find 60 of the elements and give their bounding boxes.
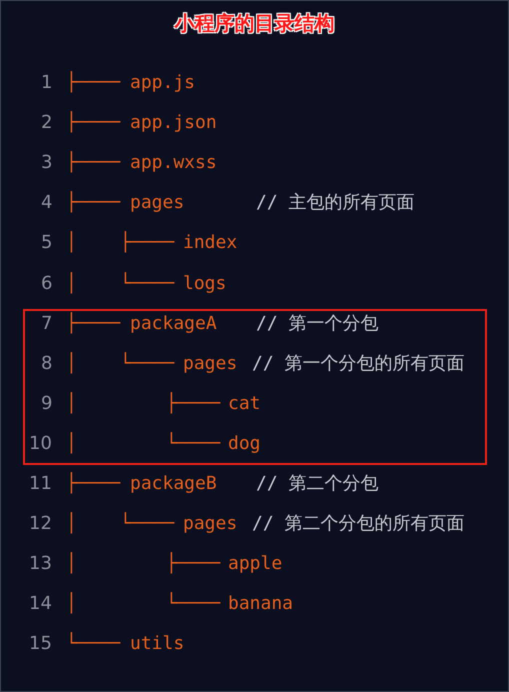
tree-connector: ├──── xyxy=(66,151,120,176)
line-number: 3 xyxy=(41,151,52,176)
tree-connector: ├──── xyxy=(66,191,120,216)
entry-name: index xyxy=(183,231,238,256)
tree-connector: └──── xyxy=(120,352,174,376)
tree-connector: ├──── xyxy=(166,392,220,416)
tree-connector: │ xyxy=(66,231,77,256)
code-comment: // 主包的所有页面 xyxy=(256,191,415,216)
entry-name: pages xyxy=(130,191,184,216)
tree-connector: ├──── xyxy=(66,472,120,496)
entry-name: utils xyxy=(130,632,184,656)
entry-name: cat xyxy=(228,392,261,416)
tree-connector: └──── xyxy=(120,512,174,536)
tree-connector: └──── xyxy=(166,592,220,616)
entry-name: packageA xyxy=(130,312,217,336)
tree-connector: │ xyxy=(66,552,77,576)
code-comment: // 第一个分包 xyxy=(256,312,379,336)
line-number: 6 xyxy=(41,272,52,296)
tree-connector: │ xyxy=(66,352,77,376)
line-number: 13 xyxy=(29,552,52,576)
line-number: 12 xyxy=(29,512,52,536)
line-number: 11 xyxy=(29,472,52,496)
tree-connector: │ xyxy=(66,592,77,616)
line-number: 9 xyxy=(41,392,52,416)
entry-name: app.json xyxy=(130,111,217,136)
line-number: 8 xyxy=(41,352,52,376)
tree-connector: ├──── xyxy=(120,231,174,256)
code-comment: // 第二个分包 xyxy=(256,472,379,496)
entry-name: logs xyxy=(183,272,226,296)
tree-connector: │ xyxy=(66,432,77,456)
tree-connector: │ xyxy=(66,272,77,296)
entry-name: app.wxss xyxy=(130,151,217,176)
entry-name: app.js xyxy=(130,71,196,95)
entry-name: pages xyxy=(183,352,238,376)
entry-name: banana xyxy=(228,592,294,616)
line-number: 7 xyxy=(41,312,52,336)
entry-name: pages xyxy=(183,512,238,536)
tree-connector: └──── xyxy=(120,272,174,296)
line-number: 5 xyxy=(41,231,52,256)
entry-name: packageB xyxy=(130,472,217,496)
entry-name: apple xyxy=(228,552,282,576)
entry-name: dog xyxy=(228,432,261,456)
tree-connector: ├──── xyxy=(66,111,120,136)
tree-connector: ├──── xyxy=(166,552,220,576)
line-number: 14 xyxy=(29,592,52,616)
tree-connector: ├──── xyxy=(66,71,120,95)
line-number: 4 xyxy=(41,191,52,216)
tree-connector: └──── xyxy=(66,632,120,656)
line-number: 10 xyxy=(29,432,52,456)
tree-connector: └──── xyxy=(166,432,220,456)
code-comment: // 第一个分包的所有页面 xyxy=(252,352,465,376)
tree-connector: ├──── xyxy=(66,312,120,336)
title: 小程序的目录结构 xyxy=(174,11,334,35)
tree-connector: │ xyxy=(66,512,77,536)
line-number: 15 xyxy=(29,632,52,656)
line-number: 1 xyxy=(41,71,52,95)
tree-connector: │ xyxy=(66,392,77,416)
code-comment: // 第二个分包的所有页面 xyxy=(252,512,465,536)
line-number: 2 xyxy=(41,111,52,136)
highlight-frame xyxy=(23,309,487,465)
